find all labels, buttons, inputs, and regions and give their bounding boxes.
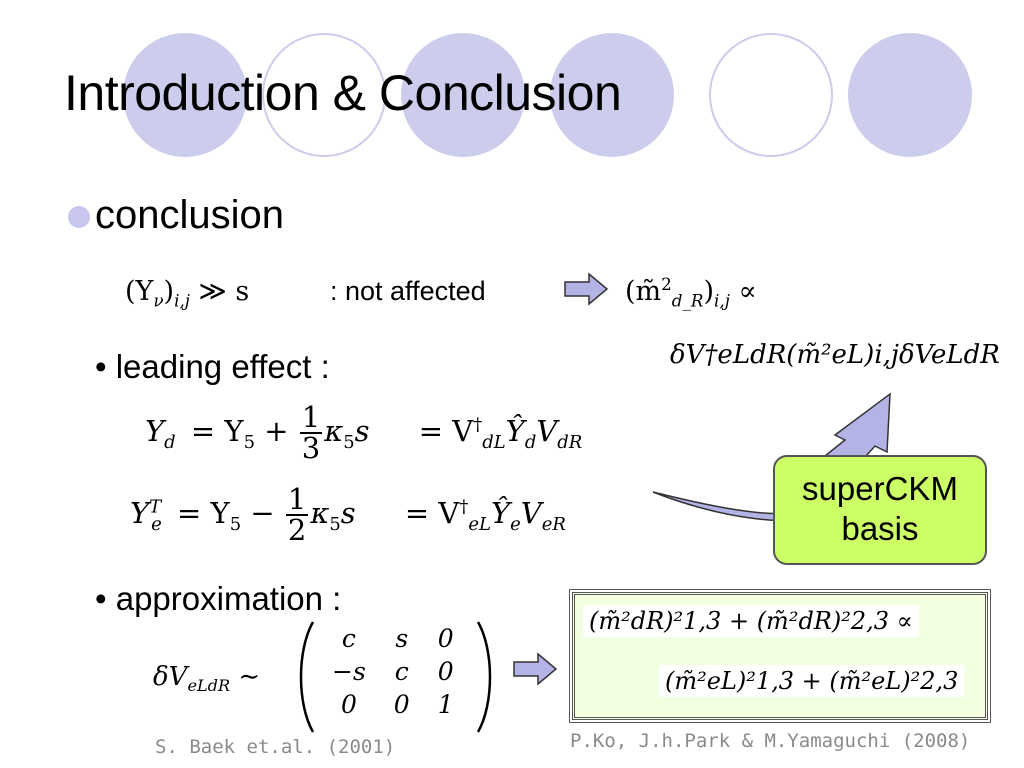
yd-rhs-mid: Ŷ [505,414,525,448]
yd-den: 3 [301,431,321,465]
ye-rhs: = V [404,496,460,530]
yd-mid: = Y [190,414,244,448]
yd-mid-sub: 5 [243,431,255,453]
yd-num: 1 [299,400,323,434]
bullet-dot [68,206,90,228]
slide-title: Introduction & Conclusion [64,65,622,121]
matrix-cell: 0 [340,690,357,719]
matrix-cell: 0 [393,690,410,719]
yd-kappa: κ [324,414,344,448]
mass-dR-sup: 2 [661,274,672,294]
yd-rhs-end-sub: dR [557,431,583,453]
mass-dR-open: (m̃ [625,276,662,307]
decor-circle-2 [401,33,525,157]
yukawa-gg-s: ≫ s [189,276,250,307]
ye-kappa-sub: 5 [329,513,341,535]
yd-lhs: Y [145,414,165,448]
matrix-sim: ∼ [238,662,261,692]
ye-rhs-mid: Ŷ [490,496,511,530]
yukawa-condition: (Yν)i,j ≫ s [125,276,250,311]
yukawa-ij: i,j [174,290,190,311]
ye-mid: = Y [177,496,230,530]
sub-bullet-approximation: • approximation : [95,580,342,617]
right-arrow-icon-2 [513,652,558,686]
yd-rhs-end: V [536,414,558,448]
decor-circle-4 [848,33,972,157]
yukawa-open: (Y [125,276,154,307]
ye-lhs-sup: T [149,496,162,518]
ye-den: 2 [287,513,307,547]
supercm-basis-callout: superCKM basis [773,455,987,565]
decor-circle-1 [123,33,247,157]
matrix-cell: 0 [437,657,454,686]
matrix-cell: c [394,657,409,686]
matrix-row-2: −s c 0 [318,655,468,688]
matrix-left-paren [299,621,315,733]
ye-rhs-end-sub: eR [541,513,566,535]
mass-dR-sub: d_R [671,290,704,311]
ye-lhs-sub: e [151,513,162,535]
callout-line-2: basis [841,509,919,547]
right-arrow-icon [564,272,609,306]
ye-minus: − [250,496,275,530]
ye-s: s [340,496,356,530]
rotation-matrix: c s 0 −s c 0 0 0 1 [318,622,468,721]
result-line-1: (m̃²dR)²1,3 + (m̃²dR)²2,3 ∝ [583,605,919,637]
yd-rhs-sup: † [473,414,483,436]
ye-mid-sub: 5 [229,513,242,535]
mass-dR-prop: ∝ [729,276,757,307]
ye-rhs-sup: † [459,496,469,518]
mass-dR-proportional: (m̃2d_R)i,j ∝ [625,274,757,310]
sub-bullet-leading-effect: • leading effect : [95,348,330,385]
yd-plus: + [264,414,289,448]
reference-right: P.Ko, J.h.Park & M.Yamaguchi (2008) [570,730,971,752]
yd-lhs-sub: d [164,431,176,453]
callout-line-1: superCKM [802,470,958,507]
ye-num: 1 [285,482,309,516]
ye-kappa: κ [310,496,330,530]
result-box: (m̃²dR)²1,3 + (m̃²dR)²2,3 ∝ (m̃²eL)²1,3 … [569,589,991,723]
matrix-lhs-delta: δV [153,662,188,692]
yd-rhs-sub: dL [482,431,506,453]
matrix-lhs: δVeLdR ∼ [153,662,260,695]
matrix-cell: s [395,624,409,653]
matrix-lhs-sub: eLdR [187,676,231,696]
yukawa-nu: ν [153,290,164,311]
reference-left: S. Baek et.al. (2001) [155,736,396,758]
delta-line: δV†eLdR(m̃²eL)i,jδVeLdR [670,340,1000,370]
ye-rhs-sub: eL [468,513,491,535]
yd-rhs: = V [418,414,474,448]
yd-s: s [354,414,370,448]
decor-ring-2 [709,33,833,157]
matrix-row-3: 0 0 1 [318,688,468,721]
matrix-cell: 1 [437,690,454,719]
ye-rhs-mid-sub: e [510,513,521,535]
matrix-right-paren [476,621,492,733]
matrix-row-1: c s 0 [318,622,468,655]
matrix-cell: −s [332,657,366,686]
ye-rhs-end: V [520,496,542,530]
ye-lhs: Y [130,496,150,530]
decor-ring-1 [262,33,386,157]
decor-circle-3 [550,33,674,157]
yd-kappa-sub: 5 [343,431,355,453]
yd-rhs-mid-sub: d [524,431,537,453]
matrix-cell: 0 [437,624,454,653]
matrix-cell: c [341,624,356,653]
mass-dR-close: ) [703,276,715,307]
not-affected-label: : not affected [330,276,486,306]
mass-dR-ij: i,j [714,290,730,311]
result-line-2: (m̃²eL)²1,3 + (m̃²eL)²2,3 [659,665,965,697]
bullet-conclusion: conclusion [95,193,285,237]
